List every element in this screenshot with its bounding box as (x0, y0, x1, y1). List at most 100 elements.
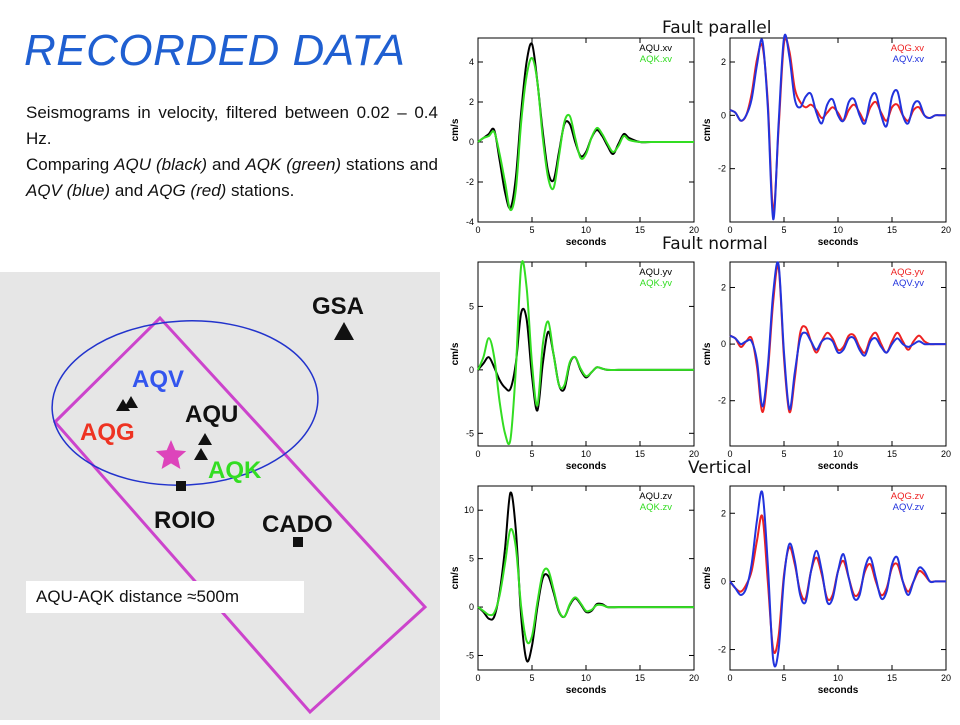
plot-frame (477, 261, 695, 447)
y-tick-label: 4 (469, 57, 474, 67)
y-tick-label: -5 (466, 428, 474, 438)
x-tick-label: 5 (781, 673, 786, 683)
x-tick-label: 0 (475, 225, 480, 235)
station-map-svg: GSA AQV AQG AQU AQK ROIO CADO (0, 272, 440, 720)
legend-label: AQV.yv (893, 278, 925, 289)
station-label-gsa: GSA (312, 293, 364, 320)
x-tick-label: 5 (529, 449, 534, 459)
station-map: GSA AQV AQG AQU AQK ROIO CADO (0, 272, 440, 720)
roio-square-icon (176, 481, 186, 491)
y-axis-label: cm/s (450, 118, 461, 141)
station-label-aqu: AQU (185, 401, 238, 428)
x-tick-label: 10 (833, 673, 843, 683)
station-label-roio: ROIO (154, 507, 215, 534)
y-tick-label: 0 (469, 365, 474, 375)
x-tick-label: 15 (887, 225, 897, 235)
y-tick-label: -2 (466, 177, 474, 187)
x-tick-label: 5 (529, 673, 534, 683)
aqv-triangle-icon (124, 396, 138, 408)
y-tick-label: -2 (718, 164, 726, 174)
legend-label: AQU.yv (639, 267, 672, 278)
description-text: stations and (341, 155, 438, 174)
x-tick-label: 15 (635, 225, 645, 235)
legend-label: AQU.xv (639, 43, 672, 54)
x-tick-label: 15 (635, 673, 645, 683)
x-tick-label: 20 (689, 673, 699, 683)
y-tick-label: -2 (718, 396, 726, 406)
station-label-aqk: AQK (208, 457, 262, 484)
description-text: and (207, 155, 246, 174)
x-tick-label: 20 (941, 673, 951, 683)
x-axis-label: seconds (566, 237, 607, 248)
x-tick-label: 0 (727, 673, 732, 683)
x-tick-label: 15 (635, 449, 645, 459)
description-aqv: AQV (blue) (26, 181, 111, 200)
x-tick-label: 10 (581, 225, 591, 235)
legend-label: AQK.yv (640, 278, 672, 289)
x-tick-label: 5 (781, 225, 786, 235)
section-title-fault-parallel: Fault parallel (662, 18, 772, 38)
series-line-aqv-yv (729, 261, 946, 411)
x-tick-label: 20 (941, 225, 951, 235)
y-tick-label: 5 (469, 554, 474, 564)
y-tick-label: 5 (469, 301, 474, 311)
y-axis-label: cm/s (450, 566, 461, 589)
y-tick-label: 0 (721, 110, 726, 120)
x-tick-label: 0 (475, 449, 480, 459)
x-tick-label: 15 (887, 449, 897, 459)
legend-label: AQG.zv (891, 491, 925, 502)
fault-plane-outline (52, 315, 428, 715)
y-axis-label: cm/s (702, 118, 713, 141)
y-tick-label: 2 (721, 57, 726, 67)
x-tick-label: 0 (475, 673, 480, 683)
station-label-aqg: AQG (80, 419, 135, 446)
cado-square-icon (293, 537, 303, 547)
aqu-triangle-icon (198, 433, 212, 445)
y-tick-label: 0 (721, 576, 726, 586)
x-tick-label: 15 (887, 673, 897, 683)
x-axis-label: seconds (818, 461, 859, 472)
x-axis-label: seconds (566, 685, 607, 696)
series-line-aqv-zv (729, 490, 946, 668)
y-tick-label: 10 (464, 505, 474, 515)
y-axis-label: cm/s (702, 342, 713, 365)
description-line-1: Seismograms in velocity, filtered betwee… (26, 103, 438, 148)
description-line-2: Comparing AQU (black) and AQK (green) st… (26, 152, 438, 204)
description: Seismograms in velocity, filtered betwee… (26, 100, 438, 204)
station-label-aqv: AQV (132, 366, 184, 393)
x-axis-label: seconds (566, 461, 607, 472)
section-title-fault-normal: Fault normal (662, 234, 768, 254)
y-tick-label: -2 (718, 645, 726, 655)
series-line-aqv-xv (729, 33, 946, 221)
map-background (0, 272, 440, 720)
distance-label: AQU-AQK distance ≈500m (26, 581, 304, 613)
description-aqk: AQK (green) (245, 155, 342, 174)
y-tick-label: 0 (469, 602, 474, 612)
y-axis-label: cm/s (450, 342, 461, 365)
legend-label: AQU.zv (639, 491, 672, 502)
aqk-triangle-icon (194, 448, 208, 460)
x-tick-label: 10 (833, 449, 843, 459)
x-tick-label: 0 (727, 225, 732, 235)
x-tick-label: 20 (689, 225, 699, 235)
station-cluster-ellipse (51, 320, 319, 486)
description-aqu: AQU (black) (114, 155, 207, 174)
y-tick-label: -5 (466, 650, 474, 660)
section-title-vertical: Vertical (688, 458, 752, 478)
slide-title: RECORDED DATA (24, 26, 406, 75)
legend-label: AQK.zv (640, 502, 672, 513)
x-tick-label: 0 (727, 449, 732, 459)
x-tick-label: 5 (529, 225, 534, 235)
series-line-aqk-xv (477, 56, 694, 212)
station-label-cado: CADO (262, 511, 333, 538)
